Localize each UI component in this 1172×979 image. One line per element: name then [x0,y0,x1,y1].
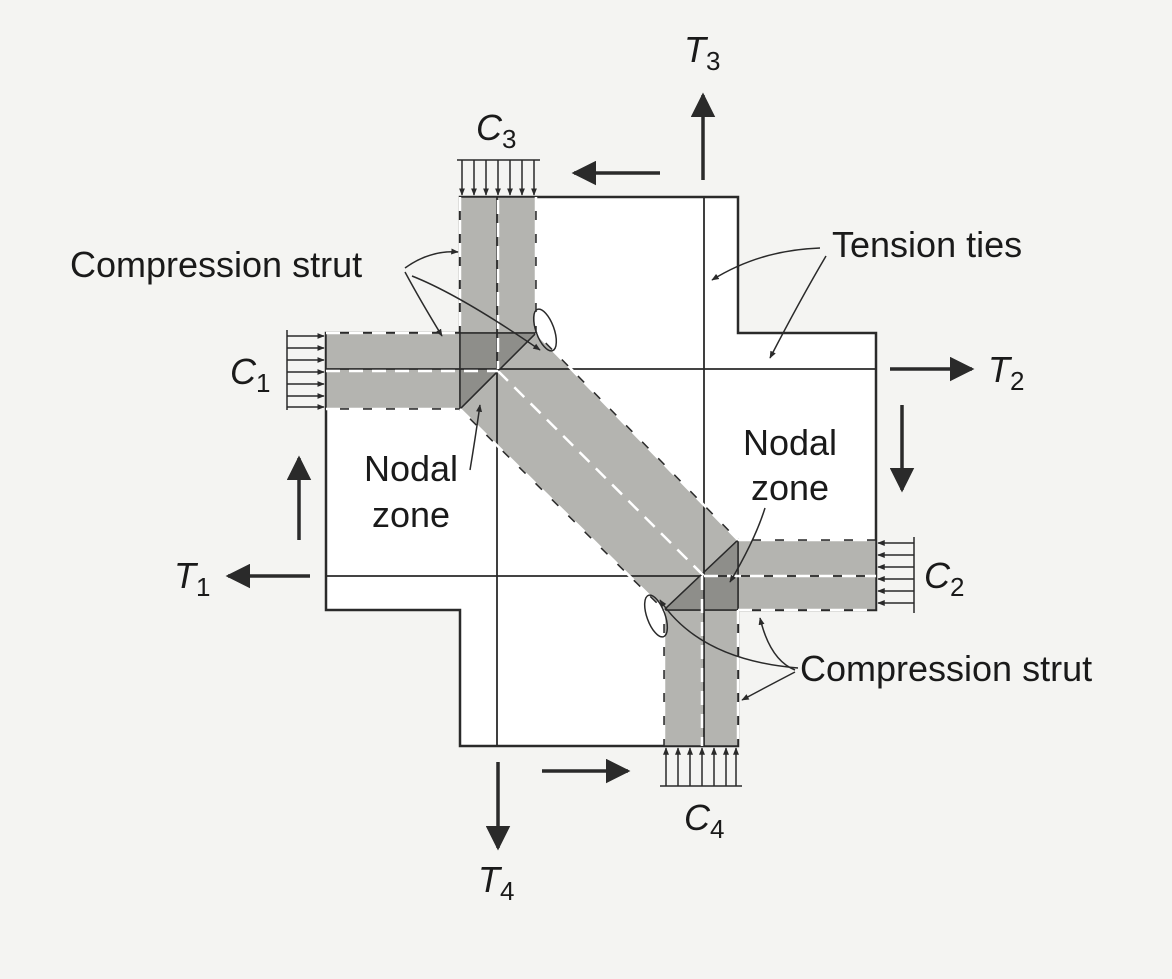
load-c1-arrows [286,330,325,410]
load-c3-arrows [457,159,540,196]
label-compression-strut-top: Compression strut [70,244,362,285]
leader-lines [404,247,827,701]
label-compression-strut-bottom: Compression strut [800,648,1092,689]
load-c4-arrows [660,747,742,787]
label-nodal-zone-left-line1: Nodal [364,448,458,489]
label-t3: T3 [684,29,720,76]
label-c2: C2 [924,555,964,602]
strut-c1 [325,332,461,410]
label-t1: T1 [174,555,210,602]
label-c3: C3 [476,107,516,154]
label-nodal-zone-left-line2: zone [372,494,450,535]
label-t2: T2 [988,349,1024,396]
load-c2-arrows [877,537,915,613]
label-c1: C1 [230,351,270,398]
strut-c3 [459,196,537,334]
label-nodal-zone-right-line2: zone [751,467,829,508]
label-t4: T4 [478,859,514,906]
label-c4: C4 [684,797,724,844]
label-nodal-zone-right-line1: Nodal [743,422,837,463]
label-tension-ties: Tension ties [832,224,1022,265]
